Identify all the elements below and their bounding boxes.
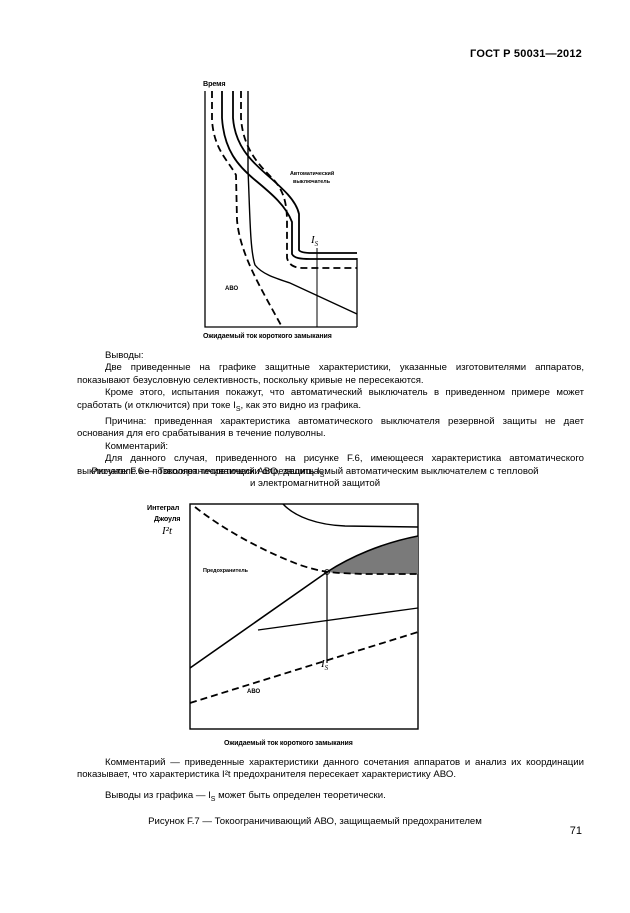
figure-f6-caption-line-2: и электромагнитной защитой bbox=[249, 478, 381, 490]
figure-f6-graphic bbox=[204, 91, 358, 328]
conclusions-paragraph-1: Две приведенные на графике защитные хара… bbox=[77, 362, 584, 386]
fig6-x-axis-label: Ожидаемый ток короткого замыкания bbox=[203, 333, 332, 340]
fig7-comment-paragraph: Комментарий — приведенные характеристики… bbox=[77, 757, 584, 781]
fig7-abo-label: АВО bbox=[247, 689, 261, 695]
fig7-y-axis-label-2: Джоуля bbox=[154, 514, 181, 523]
figure-f6-caption: Рисунок F.6 — Токоограничивающий АВО, за… bbox=[40, 466, 590, 491]
fig7-is-label: IS bbox=[321, 658, 329, 673]
comment-heading: Комментарий: bbox=[105, 440, 169, 452]
figure-f7: Интеграл Джоуля I²t Предохранитель IS АВ… bbox=[0, 495, 630, 760]
comment-paragraph: Для данного случая, приведенного на рису… bbox=[77, 453, 584, 479]
fig7-fuse-label: Предохранитель bbox=[203, 568, 248, 574]
figure-f6-caption-line-1: Рисунок F.6 — Токоограничивающий АВО, за… bbox=[91, 466, 539, 477]
page-number: 71 bbox=[569, 825, 582, 837]
figure-f6: Время Автоматический выключатель IS АВО … bbox=[0, 0, 630, 345]
text-block-1: Выводы: Две приведенные на графике защит… bbox=[77, 350, 584, 482]
fig7-x-axis-label: Ожидаемый ток короткого замыкания bbox=[224, 740, 353, 747]
figure-f7-caption: Рисунок F.7 — Токоограничивающий АВО, за… bbox=[148, 816, 482, 827]
fig7-y-axis-label-1: Интеграл bbox=[147, 503, 180, 512]
fig6-y-axis-label: Время bbox=[203, 79, 226, 88]
fig6-breaker-label-1: Автоматический bbox=[290, 171, 335, 177]
fig7-y-axis-label-3: I²t bbox=[162, 525, 173, 537]
fig7-conclusion: Выводы из графика — IS может быть опреде… bbox=[105, 790, 386, 803]
document-header: ГОСТ Р 50031—2012 bbox=[470, 48, 582, 60]
conclusions-heading: Выводы: bbox=[105, 350, 144, 361]
fig6-abo-label: АВО bbox=[225, 286, 239, 292]
fig6-breaker-label-2: выключатель bbox=[293, 179, 331, 185]
fig6-is-label: IS bbox=[311, 234, 319, 249]
figure-f7-graphic bbox=[189, 503, 419, 730]
text-block-2: Комментарий — приведенные характеристики… bbox=[77, 757, 584, 782]
conclusions-paragraph-2: Кроме этого, испытания покажут, что авто… bbox=[77, 387, 584, 413]
reason-paragraph: Причина: приведенная характеристика авто… bbox=[77, 415, 584, 440]
